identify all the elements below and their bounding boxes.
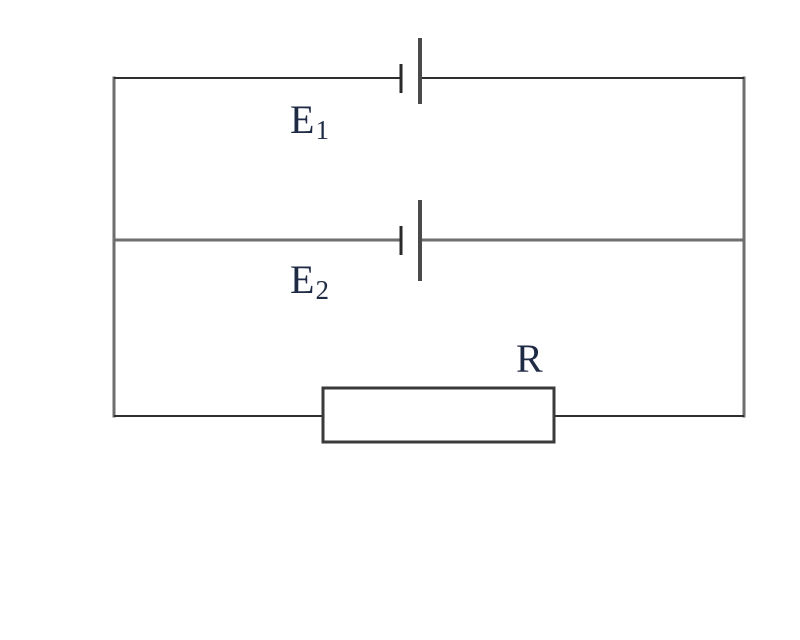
label-e2: E2	[290, 257, 329, 305]
label-r: R	[516, 336, 543, 381]
label-e1: E1	[290, 97, 329, 145]
branch-resistor	[114, 386, 744, 444]
resistor	[321, 386, 556, 444]
branch-e1	[114, 38, 744, 104]
branch-e2	[112, 200, 746, 281]
